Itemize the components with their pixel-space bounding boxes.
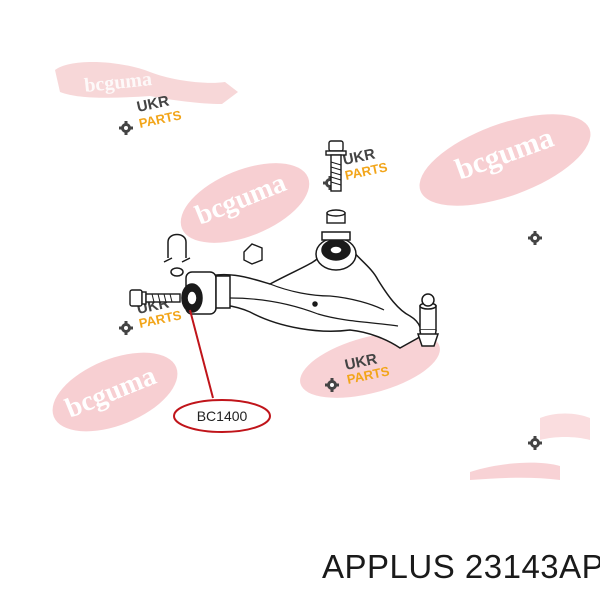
small-nut — [243, 243, 263, 265]
gear-icon — [528, 436, 542, 450]
front-bolt — [129, 289, 181, 307]
watermark-ukr-label: UKR — [135, 92, 170, 115]
callout: BC1400 — [173, 309, 271, 433]
watermark-bcguma-top-right: bcguma — [419, 114, 591, 206]
watermark-bcguma-bottom-right — [470, 462, 560, 480]
watermark-ukr-label: UKR — [341, 145, 376, 168]
watermark-bcguma-lower-left: bcguma — [52, 352, 178, 432]
part-number-label: APPLUS 23143AP — [322, 548, 600, 585]
watermark-ukr-label: UKR — [343, 350, 378, 373]
watermark-bcguma-right-edge — [540, 413, 590, 440]
top-bolt — [325, 140, 347, 192]
front-bushing — [181, 271, 231, 315]
watermark-bcguma-top-left: bcguma — [55, 61, 238, 104]
callout-label: BC1400 — [197, 408, 248, 424]
gear-icon — [528, 231, 542, 245]
ball-joint — [416, 293, 440, 347]
rear-bushing — [315, 231, 357, 271]
watermark-bcguma-center: bcguma — [180, 163, 310, 243]
gear-icon — [119, 321, 133, 335]
u-bolt — [163, 233, 191, 277]
top-nut — [326, 209, 346, 224]
watermark-ukr-parts-top-center: UKR PARTS — [323, 145, 389, 190]
callout-oval — [173, 399, 271, 433]
callout-leader-line — [189, 309, 214, 399]
gear-icon — [119, 121, 133, 135]
control-arm — [199, 247, 422, 349]
